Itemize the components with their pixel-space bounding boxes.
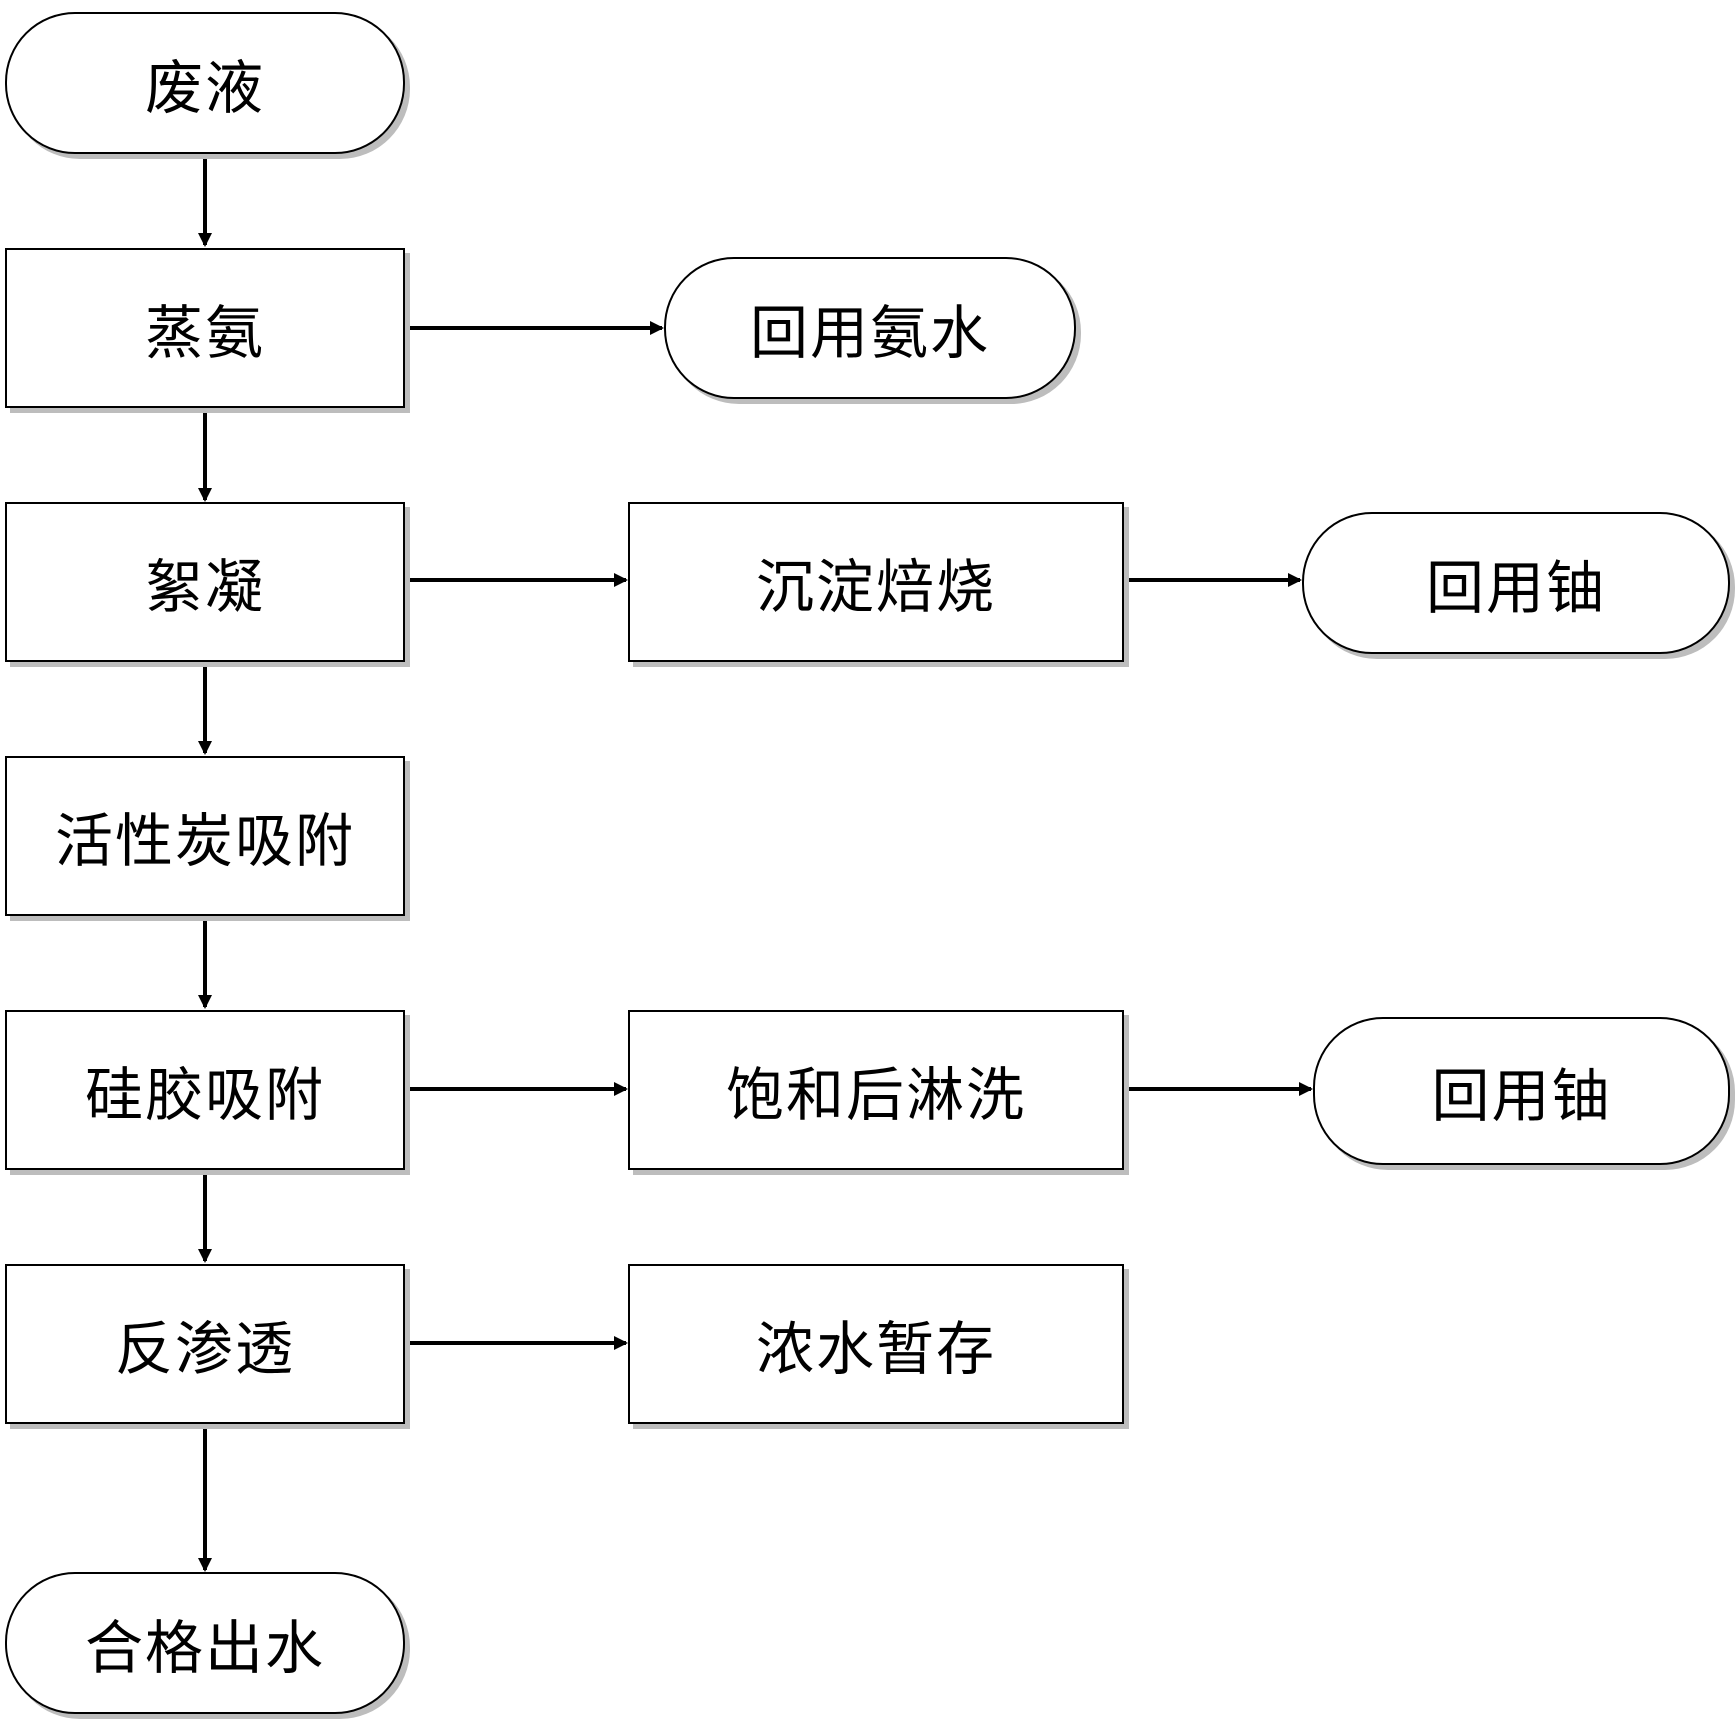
node-activated-carbon-adsorption: 活性炭吸附	[5, 756, 405, 916]
node-concentrate-storage: 浓水暂存	[628, 1264, 1124, 1424]
node-recycled-uranium-2: 回用铀	[1313, 1017, 1730, 1165]
node-precipitation-roasting: 沉淀焙烧	[628, 502, 1124, 662]
node-silica-gel-adsorption: 硅胶吸附	[5, 1010, 405, 1170]
node-waste-liquid: 废液	[5, 12, 405, 154]
node-flocculation: 絮凝	[5, 502, 405, 662]
node-reverse-osmosis: 反渗透	[5, 1264, 405, 1424]
node-saturated-leaching: 饱和后淋洗	[628, 1010, 1124, 1170]
node-recycled-uranium-1: 回用铀	[1302, 512, 1730, 654]
node-recycled-ammonia-water: 回用氨水	[664, 257, 1076, 399]
node-ammonia-stripping: 蒸氨	[5, 248, 405, 408]
node-qualified-effluent: 合格出水	[5, 1572, 405, 1714]
